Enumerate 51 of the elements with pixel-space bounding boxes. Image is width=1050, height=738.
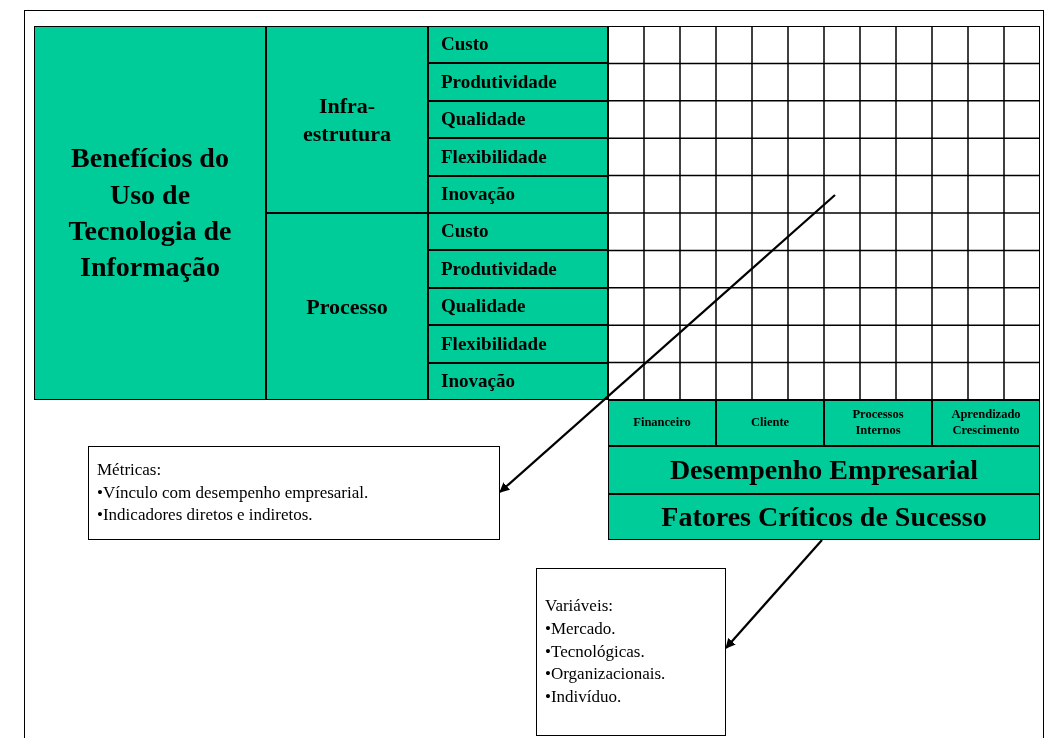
label-text: Inovação (441, 369, 515, 394)
banner-box (608, 494, 1040, 540)
bullet-item: •Mercado. (545, 617, 617, 640)
column-header (824, 400, 932, 446)
note-heading: Métricas: (97, 458, 163, 481)
label-text: Aprendizado Crescimento (950, 407, 1022, 439)
row-header (428, 26, 608, 64)
label-text: Flexibilidade (441, 144, 547, 169)
row-header (428, 287, 608, 326)
label-text: Cliente (750, 415, 790, 431)
category-box (266, 26, 428, 213)
arrow (725, 539, 823, 649)
label-text: Produtividade (441, 69, 557, 94)
empty-grid (608, 26, 1040, 400)
bullet-item: •Indivíduo. (545, 686, 623, 709)
bullet-item: •Organizacionais. (545, 663, 667, 686)
label-text: Inovação (441, 182, 515, 207)
label-text: Qualidade (441, 107, 526, 132)
bullet-item: •Tecnológicas. (545, 640, 646, 663)
label-text: Processo (306, 292, 388, 321)
row-header (428, 63, 608, 101)
row-header (428, 213, 608, 251)
category-box (266, 213, 428, 400)
row-header (428, 250, 608, 288)
label-text: Qualidade (441, 294, 526, 319)
column-header (716, 400, 824, 446)
column-header (932, 400, 1040, 446)
arrow (499, 194, 836, 493)
title-box (34, 26, 266, 400)
note-box (88, 446, 500, 540)
row-header (428, 362, 608, 400)
bullet-item: •Vínculo com desempenho empresarial. (97, 481, 370, 504)
row-header (428, 175, 608, 213)
label-text: Financeiro (633, 415, 691, 431)
label-text: Processos Internos (851, 407, 905, 439)
label-text: Custo (441, 32, 489, 57)
label-text: Custo (441, 219, 489, 244)
row-header (428, 100, 608, 139)
bullet-item: •Indicadores diretos e indiretos. (97, 504, 314, 527)
label-text: Infra-estrutura (302, 92, 392, 147)
row-header (428, 325, 608, 363)
label-text: Produtividade (441, 256, 557, 281)
label-text: Fatores Críticos de Sucesso (661, 500, 987, 534)
banner-box (608, 446, 1040, 494)
row-header (428, 138, 608, 176)
label-text: Benefícios do Uso de Tecnologia de Informação (67, 141, 233, 285)
column-header (608, 400, 716, 446)
note-heading: Variáveis: (545, 594, 614, 617)
label-text: Desempenho Empresarial (669, 453, 979, 487)
note-box (536, 568, 726, 736)
label-text: Flexibilidade (441, 331, 547, 356)
